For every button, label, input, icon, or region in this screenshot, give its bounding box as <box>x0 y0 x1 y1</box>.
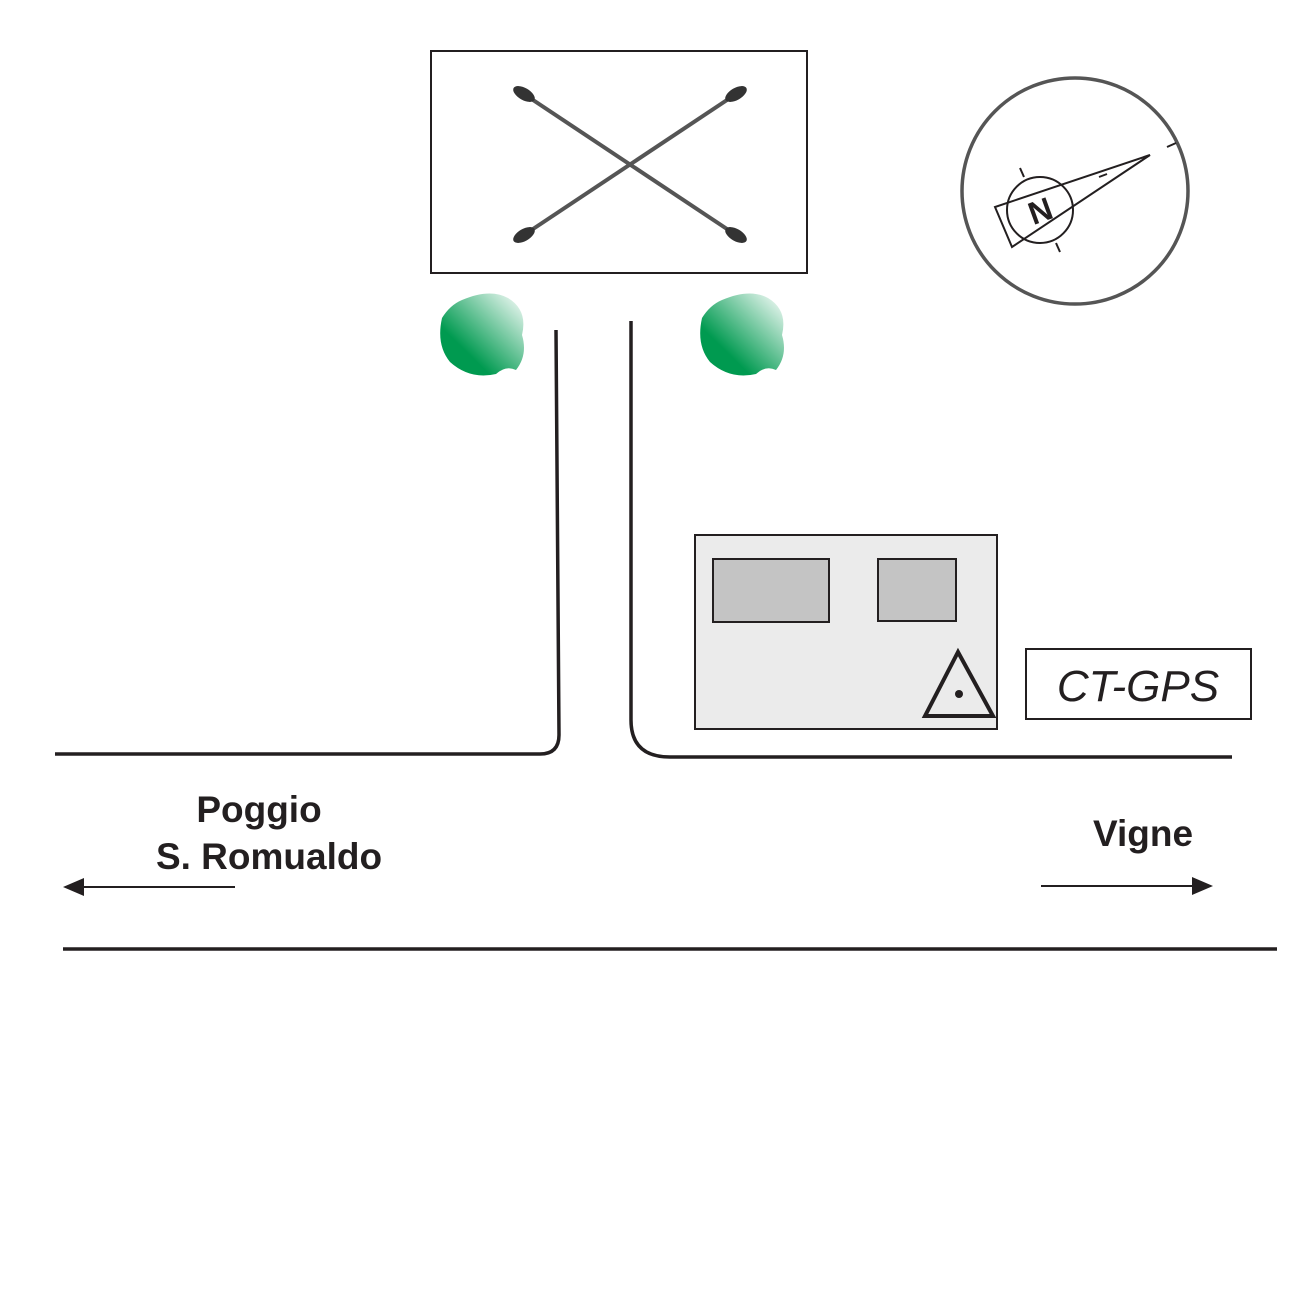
arrow-right-icon <box>1041 877 1213 895</box>
gps-station-triangle-icon <box>921 647 997 718</box>
tree-icon <box>440 293 524 376</box>
side-road-east-edge <box>629 321 1232 759</box>
side-road-west-edge <box>55 329 561 756</box>
north-compass-icon: N <box>960 76 1190 306</box>
building <box>694 534 998 730</box>
crossroads-symbol <box>430 50 808 274</box>
east-destination: Vigne <box>1093 813 1193 854</box>
arrow-left-icon <box>63 878 235 896</box>
tree-icon <box>700 293 784 376</box>
station-label: CT-GPS <box>1057 662 1219 711</box>
west-destination-line1: Poggio <box>196 789 321 830</box>
north-label: N <box>1023 190 1057 232</box>
west-destination-line2: S. Romualdo <box>156 836 382 877</box>
station-label-box <box>1025 648 1252 720</box>
